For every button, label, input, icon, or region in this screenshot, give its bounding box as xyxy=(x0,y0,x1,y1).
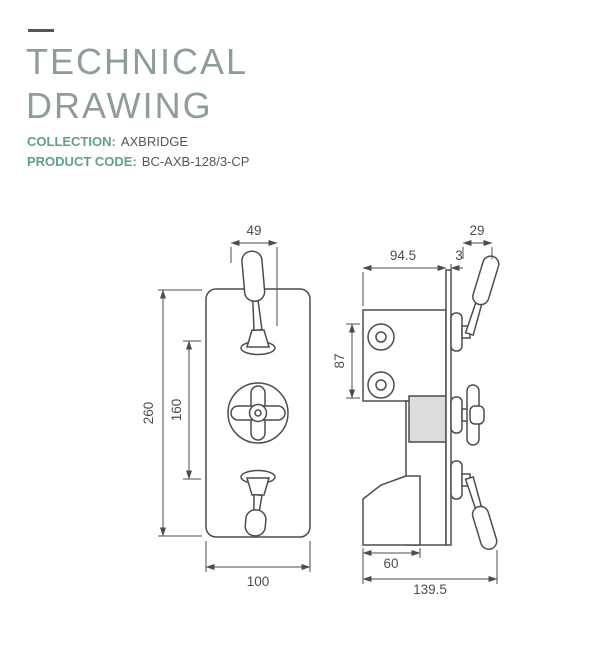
dim-side-plate-thickness: 3 xyxy=(450,248,463,272)
dim-front-handle-span: 49 xyxy=(230,223,278,326)
dim-front-plate-height-label: 260 xyxy=(141,402,156,425)
side-top-lever-stem xyxy=(464,299,484,337)
dim-side-body-depth: 94.5 xyxy=(362,248,447,306)
collection-label: COLLECTION: xyxy=(27,134,116,149)
page-title: TECHNICAL DRAWING xyxy=(26,40,248,128)
product-code-value: BC-AXB-128/3-CP xyxy=(141,154,250,169)
product-meta: COLLECTION: AXBRIDGE PRODUCT CODE: BC-AXB-… xyxy=(27,132,249,172)
product-code-line: PRODUCT CODE: BC-AXB-128/3-CP xyxy=(27,152,249,172)
side-cross-hub xyxy=(469,405,485,425)
side-bottom-lever-grip xyxy=(471,505,498,550)
page-title-line1: TECHNICAL xyxy=(26,41,249,82)
dim-side-handle-span: 29 xyxy=(462,223,493,259)
top-lever-base-cone xyxy=(245,329,271,348)
dim-side-handle-span-label: 29 xyxy=(469,223,484,238)
side-inlet-port-bottom-center xyxy=(375,379,387,391)
dim-front-control-spacing: 160 xyxy=(169,340,201,480)
side-bottom-lever-escutcheon xyxy=(450,460,463,500)
dim-side-body-depth-label: 94.5 xyxy=(390,248,416,263)
front-view: 49 260 160 100 xyxy=(141,223,311,589)
side-cross-handle xyxy=(450,384,485,446)
bottom-lever-base-cone xyxy=(245,477,271,496)
bottom-lever-front xyxy=(240,469,276,537)
side-top-lever-grip xyxy=(472,255,500,306)
top-lever-front xyxy=(240,250,276,356)
page-title-line2: DRAWING xyxy=(26,85,213,126)
side-cartridge xyxy=(408,395,447,443)
dim-side-overall-depth-label: 139.5 xyxy=(413,582,447,597)
dim-side-outlet-depth: 60 xyxy=(362,548,421,571)
dim-front-plate-width: 100 xyxy=(205,541,311,589)
dim-front-plate-width-label: 100 xyxy=(247,574,270,589)
diverter-hub-center xyxy=(254,409,262,417)
header-rule xyxy=(28,29,54,32)
dim-front-plate-height: 260 xyxy=(141,289,202,537)
dim-side-overall-depth: 139.5 xyxy=(362,548,498,597)
top-lever-grip xyxy=(241,250,266,302)
side-inlet-port-top-center xyxy=(375,331,387,343)
side-bottom-lever xyxy=(450,460,498,550)
dim-side-port-span-label: 87 xyxy=(332,353,347,368)
side-view: 94.5 3 29 87 xyxy=(332,223,500,597)
collection-line: COLLECTION: AXBRIDGE xyxy=(27,132,249,152)
dim-front-control-spacing-label: 160 xyxy=(169,399,184,422)
dim-side-outlet-depth-label: 60 xyxy=(383,556,398,571)
side-cross-escutcheon xyxy=(450,396,463,434)
dim-side-plate-thickness-label: 3 xyxy=(455,248,463,263)
bottom-lever-grip xyxy=(244,509,267,537)
side-top-lever xyxy=(450,255,500,352)
product-code-label: PRODUCT CODE: xyxy=(27,154,137,169)
dim-front-handle-span-label: 49 xyxy=(246,223,261,238)
collection-value: AXBRIDGE xyxy=(120,134,189,149)
dim-side-port-span: 87 xyxy=(332,323,360,399)
side-top-lever-escutcheon xyxy=(450,312,463,352)
diverter-cross-front xyxy=(227,382,289,444)
side-outlet xyxy=(362,475,421,546)
